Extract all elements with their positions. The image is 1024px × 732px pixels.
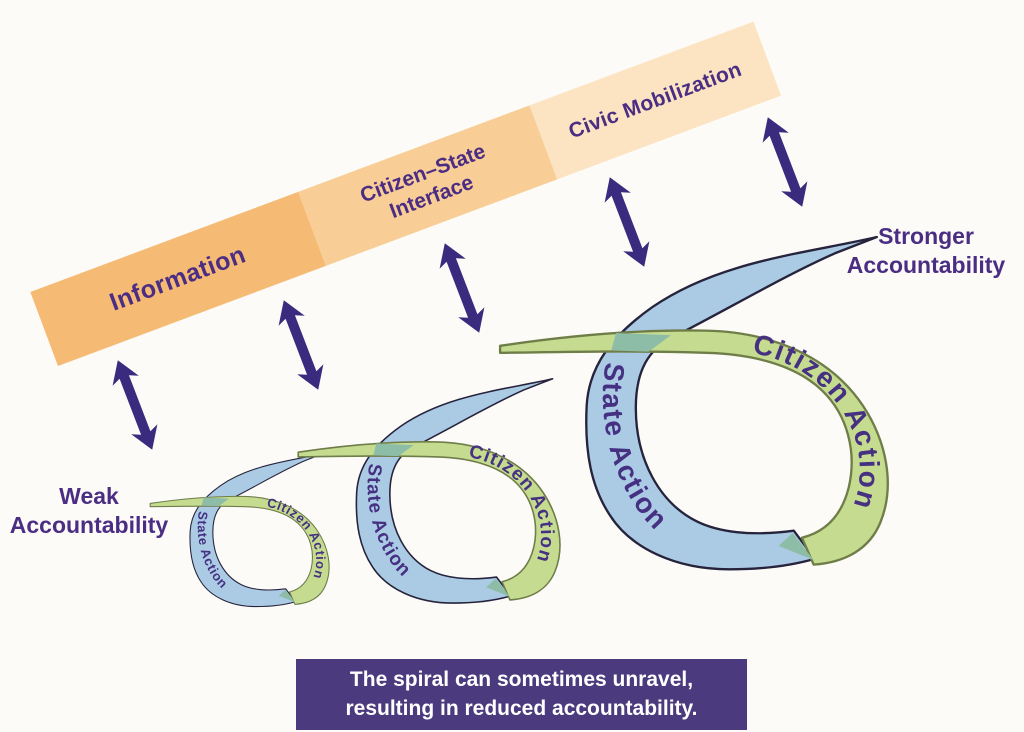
ribbon-overlap <box>486 578 510 597</box>
banner-segment-label: Citizen–State Interface <box>357 140 489 223</box>
ribbon-overlap <box>373 443 414 457</box>
ribbon-overlap <box>201 497 230 507</box>
weak-accountability-line2: Accountability <box>9 511 169 538</box>
citizen-action-ribbon <box>498 329 889 566</box>
caption-line2: resulting in reduced accountability. <box>345 696 698 720</box>
svg-text:Citizen Action: Citizen Action <box>750 328 885 514</box>
citizen-action-ribbon <box>149 495 330 605</box>
caption-line1: The spiral can sometimes unravel, <box>349 668 694 692</box>
ribbon-overlap <box>611 332 671 352</box>
banner-segment-label: Information <box>105 240 250 317</box>
weak-accountability-line1: Weak <box>59 483 119 509</box>
citizen-action-ribbon <box>297 441 561 601</box>
stronger-accountability-line2: Accountability <box>846 251 1006 278</box>
double-headed-arrow-icon <box>112 360 158 450</box>
spiral-loop-small: State Action Citizen Action <box>149 452 330 608</box>
citizen-action-label: Citizen Action <box>750 328 883 514</box>
spiral-loop-large: State Action Citizen Action <box>498 235 889 571</box>
ribbon-overlap <box>778 533 814 560</box>
caption-box: The spiral can sometimes unravel, result… <box>296 659 747 730</box>
spiral-loop-medium: State Action Citizen Action <box>297 377 561 604</box>
ribbon-overlap <box>278 589 295 603</box>
stronger-accountability-label: Stronger Accountability <box>828 222 1024 280</box>
banner-segment-label: Civic Mobilization <box>565 57 745 143</box>
weak-accountability-label: Weak Accountability <box>0 482 178 540</box>
double-headed-arrow-icon <box>762 117 808 207</box>
banner-segment-civic-mobilization: Civic Mobilization <box>529 21 782 180</box>
stronger-accountability-line1: Stronger <box>878 223 974 249</box>
double-headed-arrow-icon <box>604 177 650 267</box>
double-headed-arrow-icon <box>439 243 485 333</box>
double-headed-arrow-icon <box>278 300 324 390</box>
